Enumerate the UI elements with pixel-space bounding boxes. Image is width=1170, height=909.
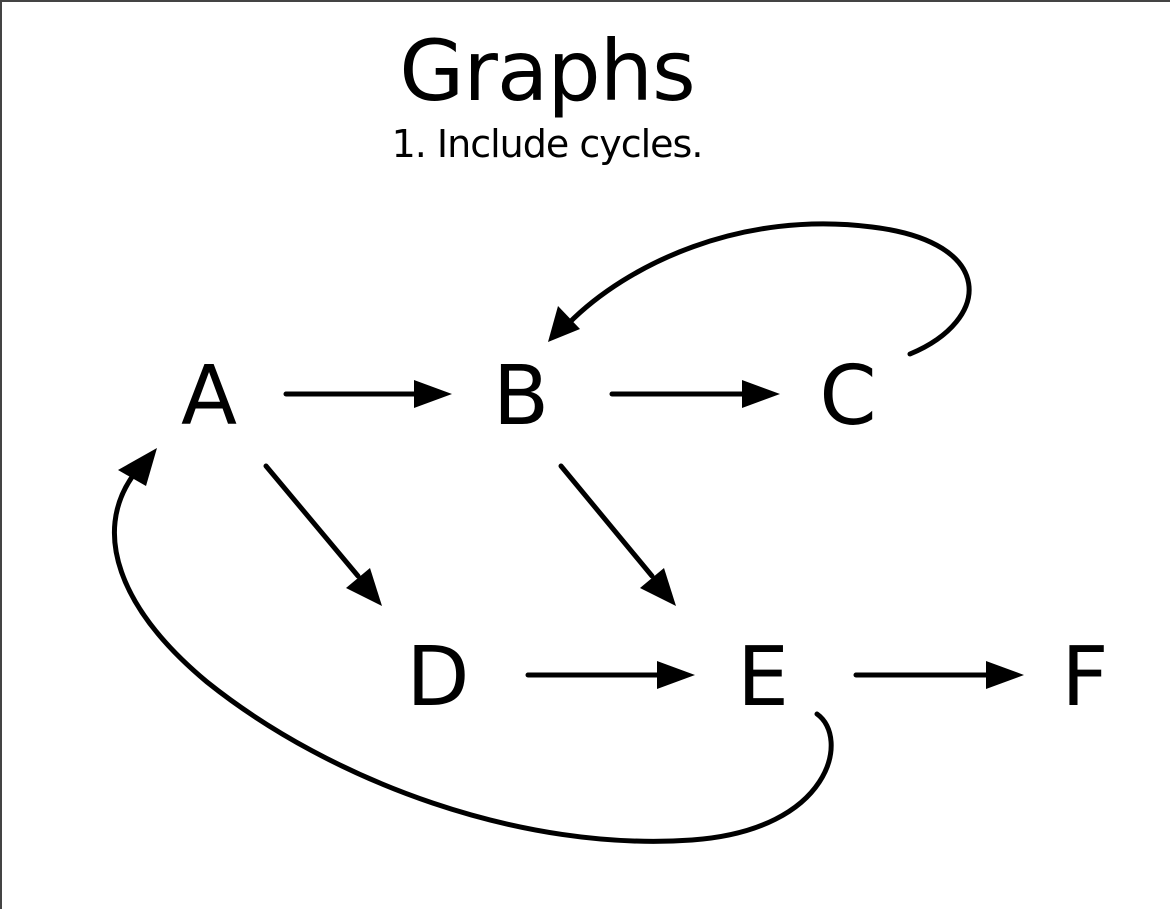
edge-e-f-arrowhead xyxy=(986,661,1024,689)
slide-title: Graphs xyxy=(399,22,695,120)
node-b: B xyxy=(493,349,549,444)
edge-d-e-arrowhead xyxy=(657,661,695,689)
slide-subtitle: 1. Include cycles. xyxy=(391,122,704,166)
node-f: F xyxy=(1061,630,1108,725)
node-d: D xyxy=(406,630,469,725)
edge-b-e-arrowhead xyxy=(640,568,676,606)
edge-c-b-arrowhead xyxy=(548,306,580,342)
edge-a-d xyxy=(263,463,361,579)
edge-b-e xyxy=(558,463,655,579)
edge-a-d-arrowhead xyxy=(346,568,382,606)
node-a: A xyxy=(181,349,237,444)
node-c: C xyxy=(819,349,876,444)
edge-a-b-arrowhead xyxy=(414,380,452,408)
node-e: E xyxy=(737,630,789,725)
edge-e-a xyxy=(111,474,834,844)
edge-c-b xyxy=(565,221,972,357)
edge-b-c-arrowhead xyxy=(742,380,780,408)
edge-e-a-arrowhead xyxy=(118,448,157,486)
